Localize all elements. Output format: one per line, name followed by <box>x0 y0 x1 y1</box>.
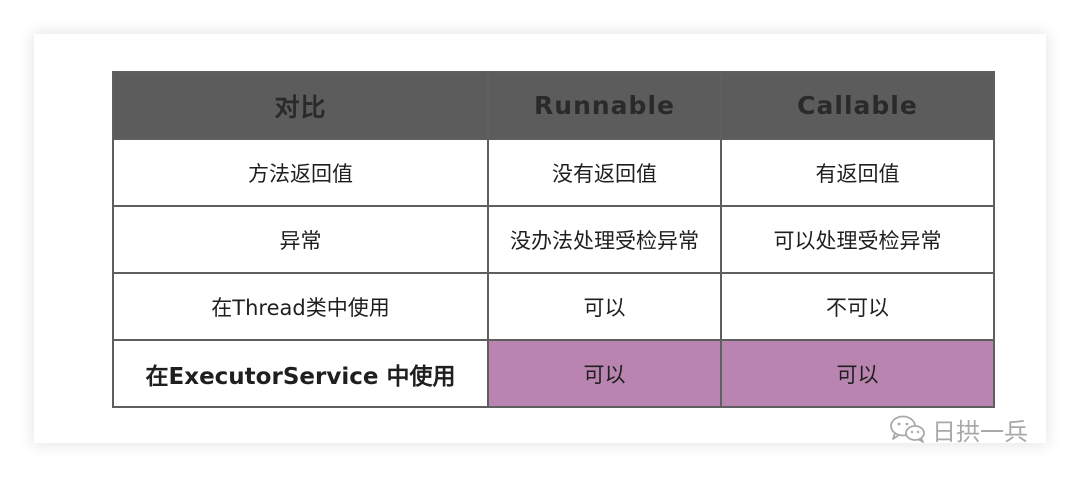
row-label-cell: 异常 <box>112 205 489 274</box>
header-cell-callable: Callable <box>720 71 995 140</box>
callable-cell: 有返回值 <box>720 138 995 207</box>
table-row: 异常 没办法处理受检异常 可以处理受检异常 <box>112 205 995 274</box>
comparison-table: 对比 Runnable Callable 方法返回值 没有返回值 有返回值 异常… <box>112 71 995 408</box>
callable-cell: 不可以 <box>720 272 995 341</box>
callable-cell: 可以处理受检异常 <box>720 205 995 274</box>
header-cell-compare: 对比 <box>112 71 489 140</box>
runnable-cell: 没办法处理受检异常 <box>487 205 722 274</box>
runnable-cell-highlighted: 可以 <box>487 339 722 408</box>
watermark-text: 日拱一兵 <box>932 417 1028 446</box>
table-row: 在Thread类中使用 可以 不可以 <box>112 272 995 341</box>
row-label-cell: 在ExecutorService 中使用 <box>112 339 489 408</box>
table-row: 在ExecutorService 中使用 可以 可以 <box>112 339 995 408</box>
watermark: 日拱一兵 <box>888 412 1028 446</box>
table-row: 方法返回值 没有返回值 有返回值 <box>112 138 995 207</box>
wechat-icon <box>888 414 928 444</box>
row-label-cell: 在Thread类中使用 <box>112 272 489 341</box>
callable-cell-highlighted: 可以 <box>720 339 995 408</box>
row-label-cell: 方法返回值 <box>112 138 489 207</box>
table-header-row: 对比 Runnable Callable <box>112 71 995 140</box>
runnable-cell: 没有返回值 <box>487 138 722 207</box>
runnable-cell: 可以 <box>487 272 722 341</box>
header-cell-runnable: Runnable <box>487 71 722 140</box>
